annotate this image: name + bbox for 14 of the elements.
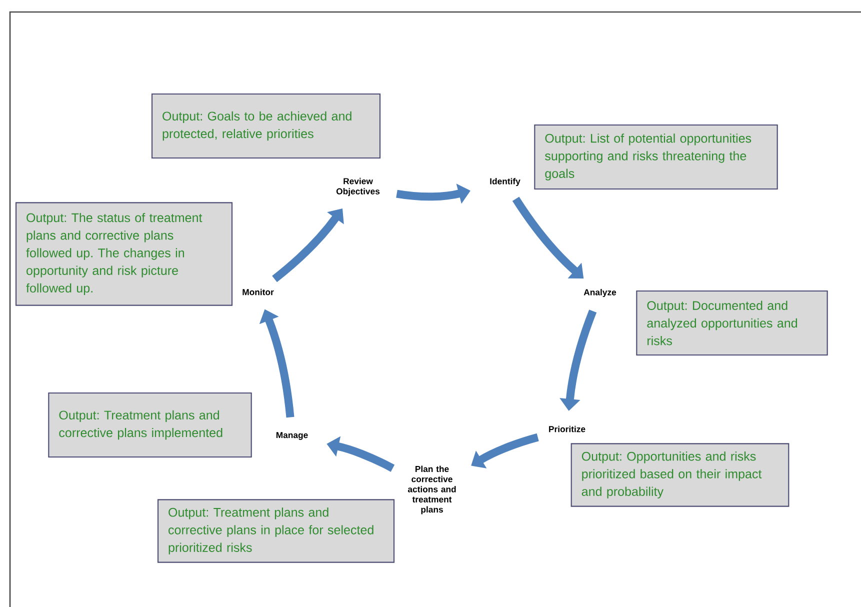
step-label: Plan the corrective actions and treatment plans xyxy=(408,466,456,514)
step-label: Review Objectives xyxy=(336,178,380,196)
output-box: Output: Opportunities and risks prioritized based on their impact and probability xyxy=(570,443,790,507)
output-box: Output: Treatment plans and corrective plans in place for selected prioritized risks xyxy=(157,499,395,563)
step-label: Analyze xyxy=(584,288,616,298)
step-label: Identify xyxy=(490,178,520,186)
output-box: Output: Treatment plans and corrective plans implemented xyxy=(48,392,252,458)
step-label: Prioritize xyxy=(549,426,586,432)
output-box: Output: Goals to be achieved and protected, relative priorities xyxy=(151,93,381,159)
output-box: Output: The status of treatment plans and corrective plans followed up. The changes in opportunity and risk picture followed up. xyxy=(15,202,233,306)
step-label: Monitor xyxy=(242,288,274,296)
output-box: Output: Documented and analyzed opportunities and risks xyxy=(636,290,828,356)
step-label: Manage xyxy=(276,432,308,440)
output-box: Output: List of potential opportunities supporting and risks threatening the goals xyxy=(534,124,778,190)
